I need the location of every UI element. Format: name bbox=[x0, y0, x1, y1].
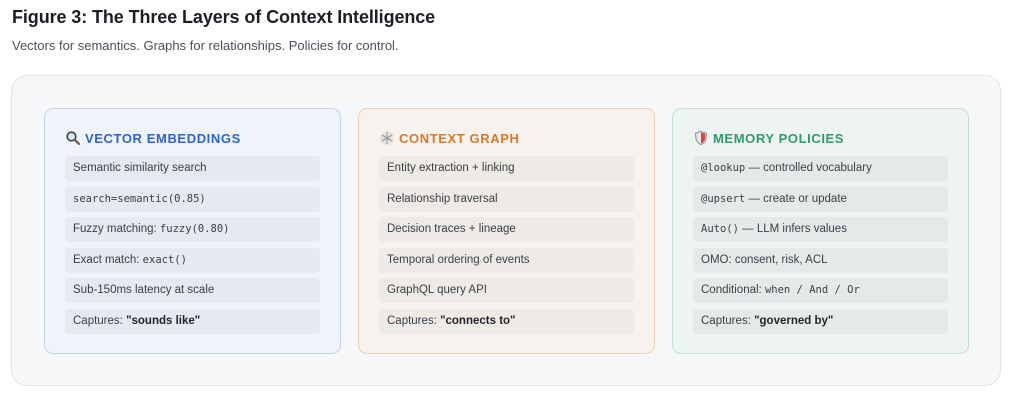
list-item: Auto() — LLM infers values bbox=[693, 217, 948, 243]
figure-title: Figure 3: The Three Layers of Context In… bbox=[12, 7, 436, 27]
context-graph-card: CONTEXT GRAPH Entity extraction + linkin… bbox=[358, 108, 655, 354]
card-title: CONTEXT GRAPH bbox=[399, 130, 520, 146]
list-item: @lookup — controlled vocabulary bbox=[693, 156, 948, 181]
list-item: search=semantic(0.85) bbox=[65, 186, 320, 212]
card-header: MEMORY POLICIES bbox=[693, 128, 948, 148]
list-item: GraphQL query API bbox=[379, 278, 634, 304]
list-item: Conditional: when / And / Or bbox=[693, 278, 948, 304]
list-item: Semantic similarity search bbox=[65, 156, 320, 181]
card-header: CONTEXT GRAPH bbox=[379, 128, 634, 148]
list-item: Captures: "connects to" bbox=[379, 308, 634, 334]
card-title: MEMORY POLICIES bbox=[713, 130, 845, 146]
list-item: Decision traces + lineage bbox=[379, 217, 634, 243]
magnifier-icon bbox=[65, 130, 81, 146]
memory-policies-card: MEMORY POLICIES @lookup — controlled voc… bbox=[672, 108, 969, 354]
list-item: Exact match: exact() bbox=[65, 247, 320, 273]
list-item: Captures: "governed by" bbox=[693, 308, 948, 334]
shield-icon bbox=[693, 130, 709, 146]
list-item: @upsert — create or update bbox=[693, 186, 948, 212]
list-item: Fuzzy matching: fuzzy(0.80) bbox=[65, 217, 320, 243]
list-item: Sub-150ms latency at scale bbox=[65, 278, 320, 304]
vector-embeddings-card: VECTOR EMBEDDINGS Semantic similarity se… bbox=[44, 108, 341, 354]
list-item: OMO: consent, risk, ACL bbox=[693, 247, 948, 273]
snowflake-icon bbox=[379, 130, 395, 146]
list-item: Entity extraction + linking bbox=[379, 156, 634, 181]
list-item: Captures: "sounds like" bbox=[65, 308, 320, 334]
card-title: VECTOR EMBEDDINGS bbox=[85, 130, 241, 146]
card-header: VECTOR EMBEDDINGS bbox=[65, 128, 320, 148]
list-item: Relationship traversal bbox=[379, 186, 634, 212]
list-item: Temporal ordering of events bbox=[379, 247, 634, 273]
figure-subtitle: Vectors for semantics. Graphs for relati… bbox=[12, 38, 399, 53]
